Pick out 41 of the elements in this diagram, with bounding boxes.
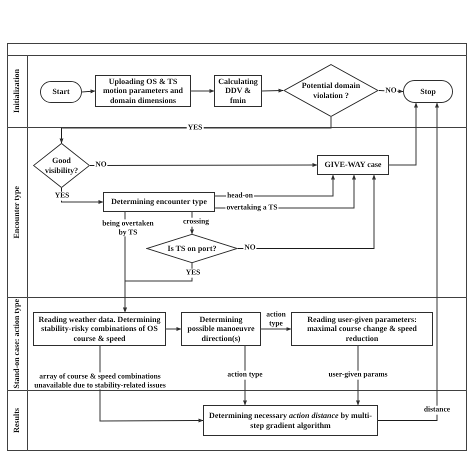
process-box [203,405,378,436]
arrow [90,163,318,167]
node-text: Determining necessary action distance by multi-step gradient algorithm [208,410,373,430]
arrow [262,88,284,93]
node-text: Reading weather data. Determining stability-risky combinations of OS course & speed [37,314,162,344]
arrow [166,327,182,331]
arrow [60,116,332,144]
arrow [238,174,376,249]
node-text: Uploading OS & TS motion parameters and domain dimensions [102,76,184,106]
lane-label: Encounter type [13,186,22,239]
lane-label: Stand-on case: action type [13,299,22,389]
node-text: Stop [420,86,436,96]
node-text: Reading user-given parameters: maximal course change & speed reduction [306,314,418,344]
arrow [82,89,96,94]
arrow [190,89,214,93]
process-box [103,192,215,212]
node-text: Start [52,87,70,97]
arrow [378,102,439,421]
arrow [388,102,418,166]
decision-diamond [146,234,238,263]
lane-label: Results [13,408,22,433]
arrow [61,188,104,204]
process-box [95,75,191,107]
process-box [317,155,389,175]
node-text: Good visibility? [44,156,80,176]
decision-diamond [283,64,379,117]
process-box [181,312,261,346]
arrow [123,262,192,312]
node-text: Determining encounter type [111,197,207,207]
node-text: Is TS on port? [168,244,216,254]
lane-label: Initialization [13,69,22,114]
node-text: GIVE-WAY case [324,160,382,170]
node-text: Determining possible manoeuvre direction(s) [186,314,256,344]
process-box [291,312,433,346]
decision-diamond [33,143,90,188]
swimlane [7,56,467,128]
node-text: Potential domain violation ? [300,80,362,100]
swimlane [7,391,467,451]
node-text: Calculating DDV & fmin [218,76,258,106]
arrow [260,327,292,331]
arrow [100,346,204,423]
